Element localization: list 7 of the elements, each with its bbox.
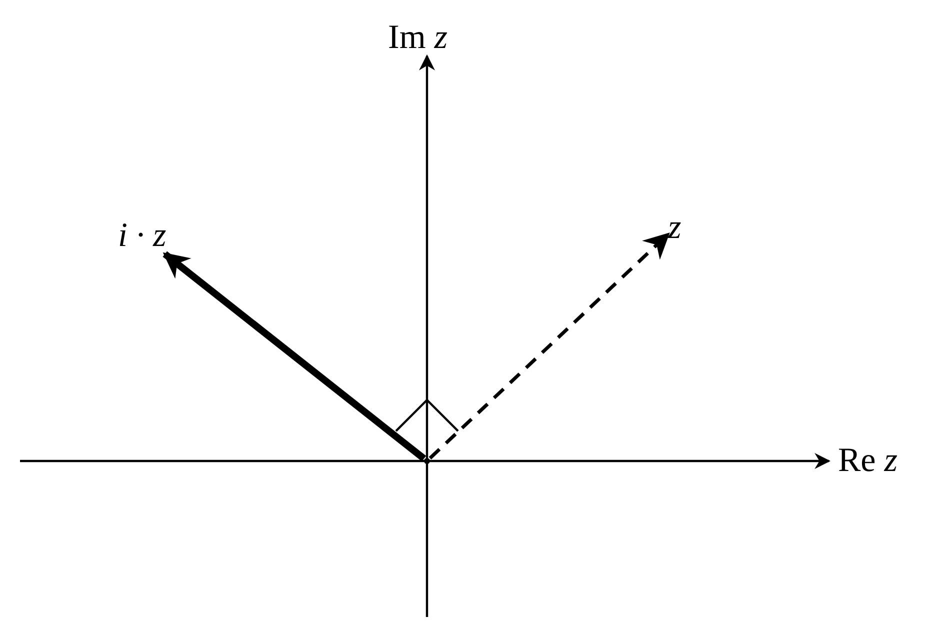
vector-label: z: [668, 210, 682, 246]
axis-label: Re z: [838, 443, 898, 479]
vector-label: i · z: [118, 218, 166, 254]
vector-arrow: [428, 232, 670, 460]
origin-point: [424, 458, 430, 464]
axis-label: Im z: [388, 20, 448, 56]
vector-arrow: [162, 251, 426, 462]
